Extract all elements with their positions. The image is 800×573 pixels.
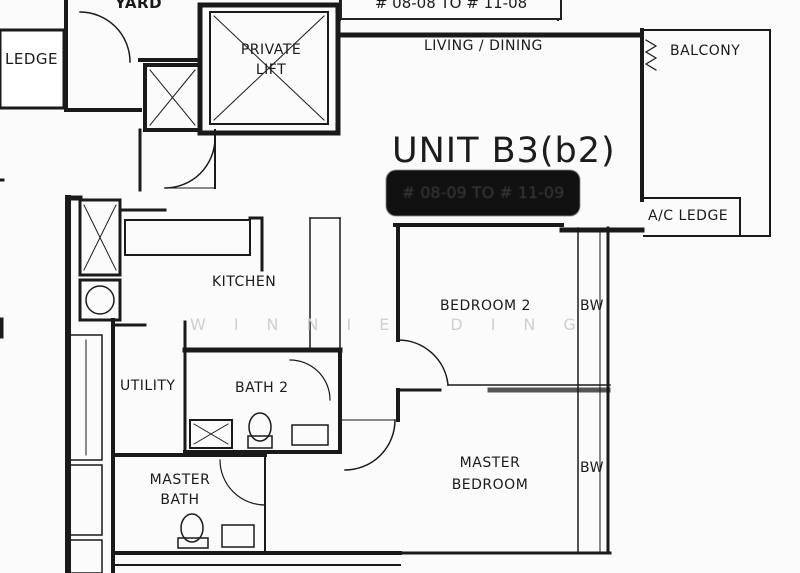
room-living-dining: LIVING / DINING <box>424 38 543 54</box>
room-balcony: BALCONY <box>670 43 741 59</box>
room-bath-2: BATH 2 <box>235 380 289 396</box>
room-bw-2: BW <box>580 460 604 476</box>
room-kitchen: KITCHEN <box>212 274 277 290</box>
room-ledge: LEDGE <box>5 50 58 68</box>
room-master-bath: MASTER BATH <box>149 472 211 508</box>
adjacent-unit-range: # 08-08 TO # 11-08 <box>340 0 562 20</box>
room-private-lift: PRIVATE LIFT <box>240 42 302 78</box>
room-bedroom-2: BEDROOM 2 <box>440 298 531 314</box>
room-utility: UTILITY <box>120 378 176 394</box>
room-yard: YARD <box>115 0 163 12</box>
room-bw-1: BW <box>580 298 604 314</box>
watermark: WINNIE DING <box>190 315 604 334</box>
room-master-bedroom: MASTER BEDROOM <box>451 455 529 493</box>
unit-range: # 08-09 TO # 11-09 <box>386 170 580 216</box>
unit-title: UNIT B3(b2) <box>392 131 616 171</box>
room-ac-ledge: A/C LEDGE <box>648 208 729 224</box>
